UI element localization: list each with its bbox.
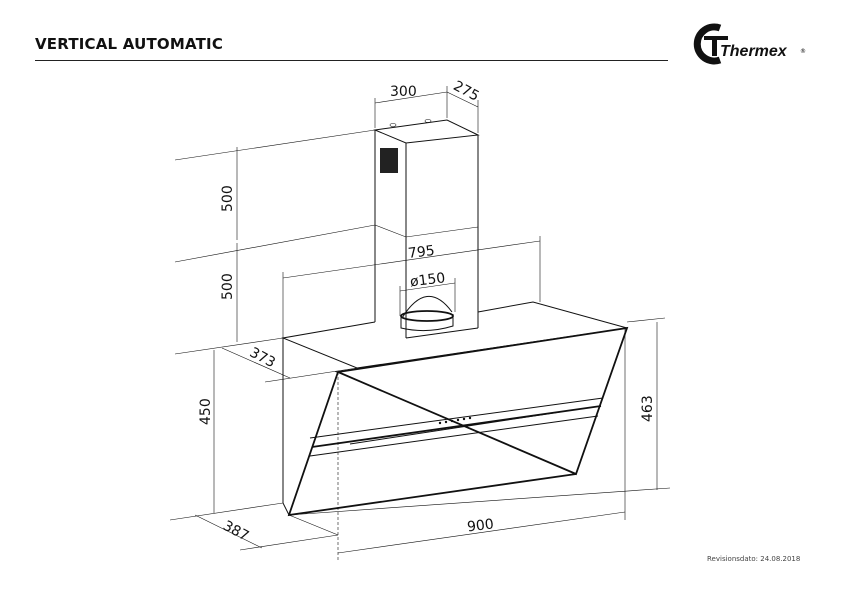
registered-mark: ® bbox=[800, 48, 806, 55]
dim-total-width: 900 bbox=[466, 516, 494, 535]
dim-top-depth: 373 bbox=[247, 345, 278, 372]
control-buttons bbox=[438, 416, 472, 425]
dim-chimney-upper-height: 500 bbox=[220, 185, 236, 212]
duct-outlet bbox=[400, 295, 454, 332]
dim-glass-height: 463 bbox=[640, 395, 656, 422]
title-divider bbox=[35, 60, 668, 61]
revision-date: Revisionsdato: 24.08.2018 bbox=[707, 555, 801, 563]
dim-top-width: 795 bbox=[407, 243, 435, 262]
dim-chimney-width: 300 bbox=[390, 84, 417, 100]
dim-chimney-lower-height: 500 bbox=[220, 273, 236, 300]
dim-body-height: 450 bbox=[198, 398, 214, 425]
page-title: VERTICAL AUTOMATIC bbox=[35, 35, 224, 53]
chimney bbox=[373, 119, 480, 338]
thermex-logo-mark-icon bbox=[693, 23, 728, 65]
vent-grille-icon bbox=[380, 148, 398, 173]
dimension-lines bbox=[169, 86, 671, 560]
dim-duct-diameter: ø150 bbox=[409, 270, 446, 290]
hood-body bbox=[281, 301, 629, 517]
thermex-logo: Thermex ® bbox=[690, 22, 810, 67]
dim-chimney-depth: 275 bbox=[450, 78, 481, 105]
logo-wordmark: Thermex bbox=[720, 43, 787, 60]
